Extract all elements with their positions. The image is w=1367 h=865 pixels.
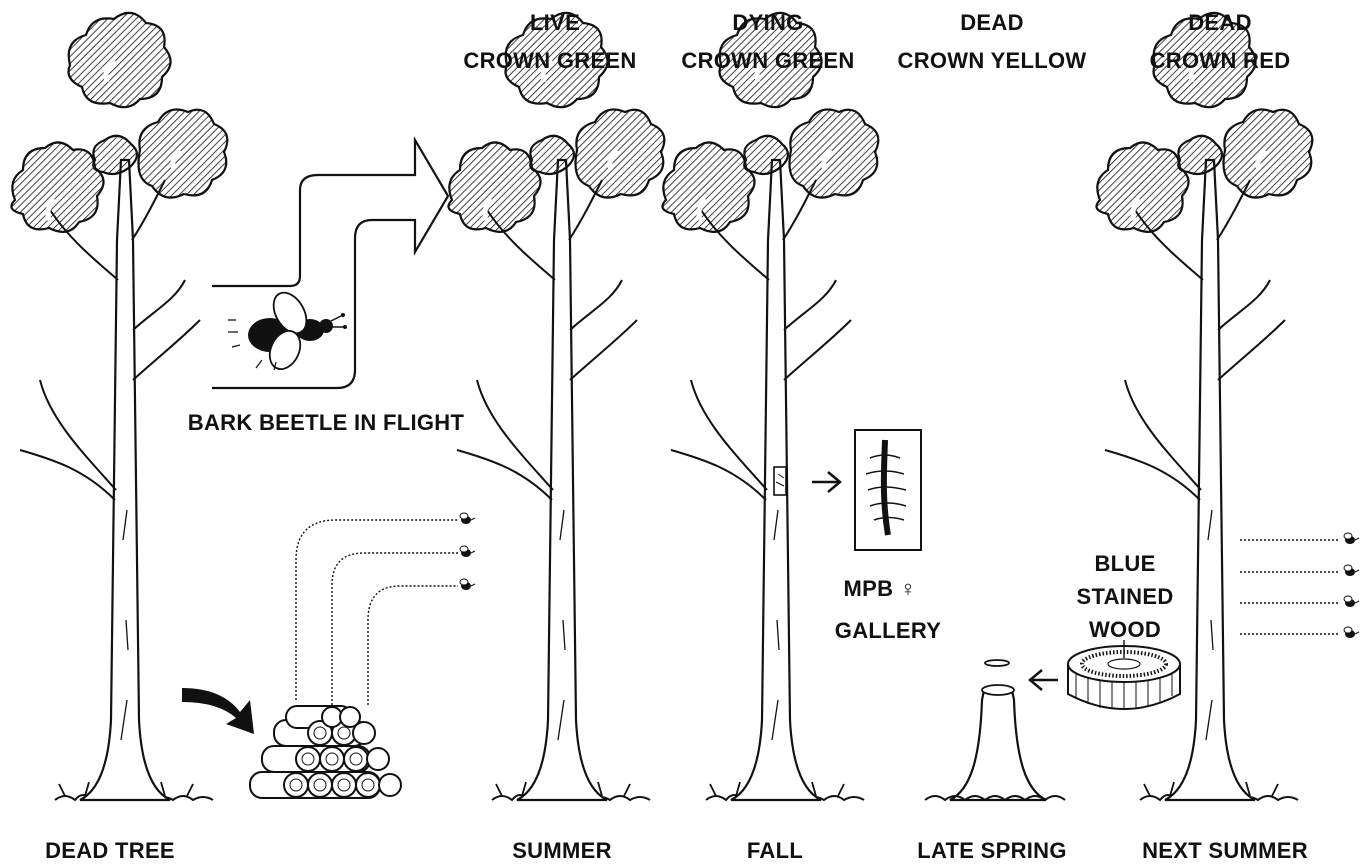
arrow-right-icon [812, 472, 840, 492]
bark-patch [774, 467, 786, 495]
stage-season-dead-tree: DEAD TREE [45, 840, 175, 862]
log-pile [250, 706, 401, 798]
gallery-box [855, 430, 921, 550]
stain-label-line2: STAINED [1076, 586, 1173, 608]
tree-summer [448, 13, 664, 800]
tree-late-spring [883, 13, 1099, 800]
stage-season-next-summer: NEXT SUMMER [1142, 840, 1308, 862]
migration-arrow [212, 140, 448, 388]
stage-crown-fall: CROWN GREEN [681, 50, 854, 72]
emergence-trails [296, 520, 458, 705]
arrow-left-icon [1030, 670, 1058, 690]
stage-crown-late-spring: CROWN YELLOW [898, 50, 1087, 72]
stain-label-line1: BLUE [1094, 553, 1155, 575]
stage-crown-next-summer: CROWN RED [1150, 50, 1291, 72]
stage-status-next-summer: DEAD [1188, 12, 1252, 34]
stage-season-summer: SUMMER [512, 840, 612, 862]
stage-status-late-spring: DEAD [960, 12, 1024, 34]
stained-wood-disk [1068, 640, 1180, 710]
gallery-label-line1: MPB ♀ [844, 578, 917, 600]
stage-season-fall: FALL [747, 840, 803, 862]
tree-fall [662, 13, 878, 800]
stage-status-fall: DYING [732, 12, 803, 34]
curved-arrow-icon [182, 688, 254, 734]
stain-label-line3: WOOD [1089, 619, 1161, 641]
stage-status-summer: LIVE [530, 12, 580, 34]
dispersal-trails [1240, 540, 1340, 634]
beetle-flight-label: BARK BEETLE IN FLIGHT [188, 412, 464, 434]
gallery-label-line2: GALLERY [835, 620, 941, 642]
stage-season-late-spring: LATE SPRING [917, 840, 1067, 862]
stage-crown-summer: CROWN GREEN [463, 50, 636, 72]
tree-dead [11, 13, 227, 800]
